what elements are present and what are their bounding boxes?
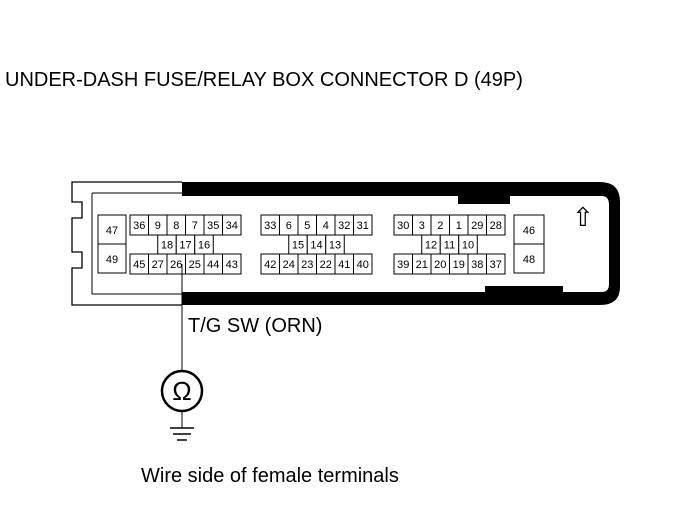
pin-label: 27: [152, 259, 164, 271]
pin-cell: [353, 253, 373, 275]
pin-label: 36: [133, 220, 145, 232]
pin-label: 45: [133, 259, 145, 271]
pin-label: 32: [338, 220, 350, 232]
pin-label: 5: [304, 220, 310, 232]
pin-label: 40: [357, 259, 369, 271]
pin-cell: [194, 234, 214, 255]
pin-label: 21: [416, 259, 428, 271]
pin-label: 37: [490, 259, 502, 271]
pin-label: 2: [437, 220, 443, 232]
pin-cell: [458, 234, 478, 255]
pin-label: 19: [453, 259, 465, 271]
pin-label: 31: [357, 220, 369, 232]
pin-label: 14: [310, 240, 322, 252]
pin-label: 11: [444, 240, 455, 252]
pin-label: 42: [264, 259, 276, 271]
pin-label: 44: [207, 259, 219, 271]
pin-cell: [486, 214, 506, 236]
pin-block-right: 46 48: [513, 214, 545, 274]
pin-label: 17: [179, 240, 191, 252]
pin-label: 30: [397, 220, 409, 232]
pin-label: 26: [170, 259, 182, 271]
pin-cell: [325, 234, 345, 255]
svg-text:Ω: Ω: [172, 376, 191, 406]
caption: Wire side of female terminals: [141, 465, 399, 487]
pin-cell: [222, 253, 242, 275]
pin-label: 48: [523, 254, 535, 266]
pin-label: 4: [323, 220, 329, 232]
pin-cell: [353, 214, 373, 236]
pin-label: 7: [192, 220, 198, 232]
pin-label: 35: [207, 220, 219, 232]
pin-label: 8: [173, 220, 179, 232]
pin-label: 10: [462, 240, 474, 252]
pin-block-left: 47 49: [97, 214, 127, 274]
pin-label: 38: [471, 259, 483, 271]
ground-icon: [170, 427, 194, 441]
pin-label: 29: [471, 220, 483, 232]
pin-label: 33: [264, 220, 276, 232]
pin-label: 49: [106, 254, 118, 266]
pin-label: 13: [329, 240, 341, 252]
pin-label: 23: [301, 259, 313, 271]
pin-label: 39: [397, 259, 409, 271]
pin-label: 6: [286, 220, 292, 232]
pin-label: 28: [490, 220, 502, 232]
arrow-up-icon: ⇧: [572, 202, 594, 232]
pin-label: 9: [155, 220, 161, 232]
pin-label: 18: [161, 240, 173, 252]
pin-label: 3: [419, 220, 425, 232]
pin-cell: [486, 253, 506, 275]
ohmmeter-icon: Ω: [160, 369, 204, 428]
pin-label: 34: [226, 220, 238, 232]
wire-label: T/G SW (ORN): [188, 315, 322, 337]
connector-housing: [71, 181, 620, 306]
pin-label: 43: [226, 259, 238, 271]
diagram-title: UNDER-DASH FUSE/RELAY BOX CONNECTOR D (4…: [5, 69, 523, 91]
pin-label: 41: [338, 259, 350, 271]
pin-label: 22: [320, 259, 332, 271]
pin-label: 15: [292, 240, 304, 252]
pin-label: 1: [456, 220, 462, 232]
pin-cell: [222, 214, 242, 236]
pin-label: 12: [425, 240, 437, 252]
pin-label: 16: [198, 240, 210, 252]
pin-label: 20: [434, 259, 446, 271]
pin-label: 25: [189, 259, 201, 271]
pin-label: 46: [523, 225, 535, 237]
pin-label: 47: [106, 225, 118, 237]
pin-label: 24: [283, 259, 295, 271]
